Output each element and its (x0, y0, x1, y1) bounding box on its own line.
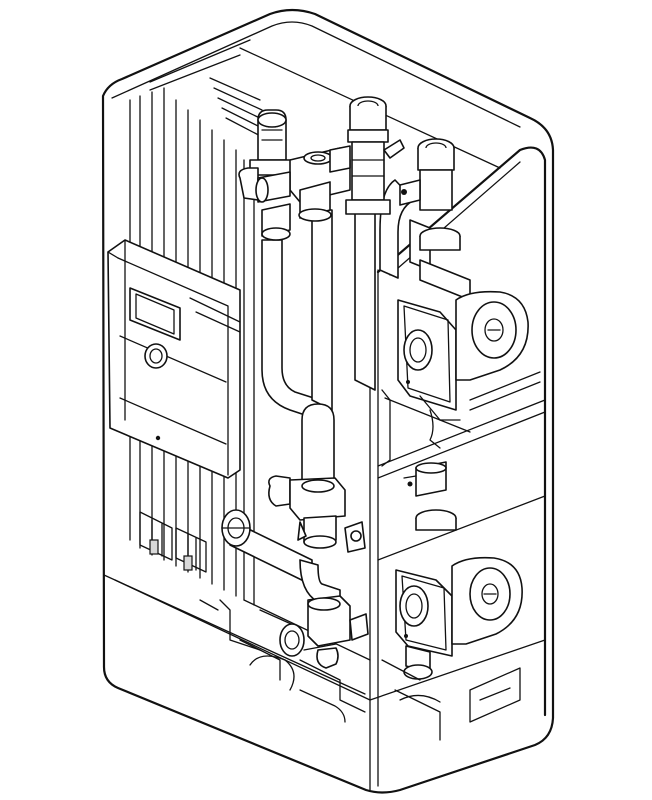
lower-valve (279, 595, 369, 669)
mixing-valve (255, 145, 351, 241)
pump-bracket (381, 371, 541, 467)
status-led (155, 435, 161, 441)
circulation-pump-lower (395, 461, 523, 680)
display-window (129, 287, 181, 341)
lower-mixing-valve (268, 475, 366, 553)
pipe-connection (345, 96, 405, 215)
controller-unit (107, 239, 241, 479)
safety-valve (238, 109, 295, 201)
housing-shell (101, 8, 555, 794)
pipe-connection-right (399, 138, 461, 251)
pipework (229, 179, 431, 611)
circulation-pump-upper (397, 259, 529, 449)
control-knob (144, 343, 168, 369)
terminal-block (139, 511, 207, 573)
lower-frame (381, 659, 521, 741)
pipe-union-left (221, 509, 251, 547)
